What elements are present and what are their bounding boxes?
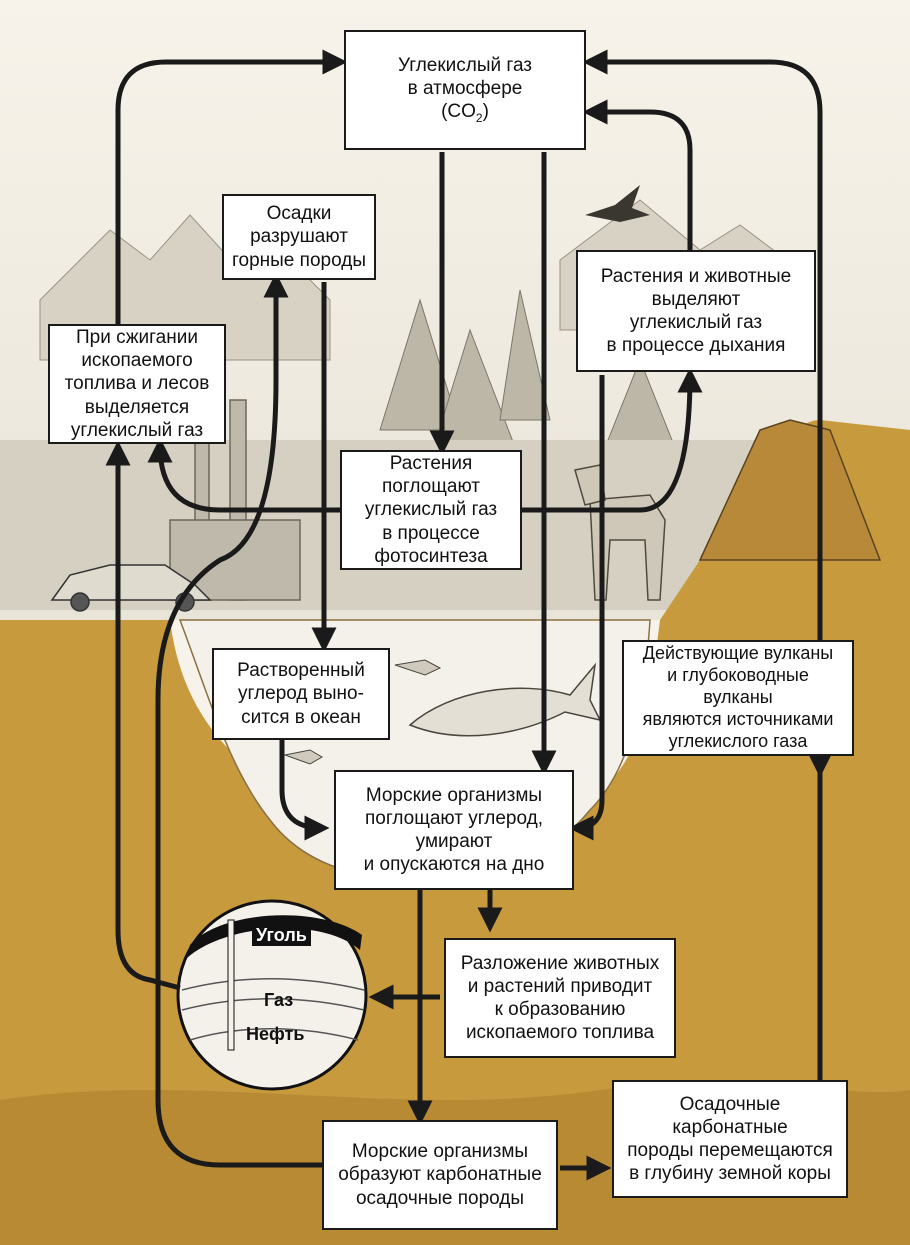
label-oil: Нефть xyxy=(246,1024,305,1044)
label-coal: Уголь xyxy=(252,925,311,946)
box-respiration: Растения и животные выделяют углекислый … xyxy=(576,250,816,372)
arrow-carbonate-to-precipitation xyxy=(155,272,322,1168)
fossil-fuel-strata xyxy=(176,899,368,1091)
box-marine-absorb: Морские организмы поглощают углерод, уми… xyxy=(334,770,574,890)
box-sedimentary-move: Осадочные карбонатные породы перемещаютс… xyxy=(612,1080,848,1198)
arrow-respiration-to-atmosphere xyxy=(582,99,693,250)
box-volcanoes: Действующие вулканы и глубоководные вулк… xyxy=(622,640,854,756)
arrow-crust-to-atmosphere xyxy=(582,49,823,1080)
volcano-illustration xyxy=(698,419,882,561)
shark-illustration xyxy=(408,662,602,737)
box-marine-carbonate: Морские организмы образуют карбонатные о… xyxy=(322,1120,558,1230)
box-atmosphere: Углекислый газ в атмосфере (CO2) xyxy=(344,30,586,150)
atmosphere-formula: (CO2) xyxy=(441,101,489,126)
factory-illustration xyxy=(169,399,301,601)
cycle-arrows xyxy=(105,49,833,1181)
car-illustration xyxy=(50,564,212,612)
fish-illustration xyxy=(283,659,442,765)
eagle-illustration xyxy=(585,185,650,222)
box-precipitation: Осадки разрушают горные породы xyxy=(222,194,376,280)
box-burning: При сжигании ископаемого топлива и лесов… xyxy=(48,324,226,444)
box-dissolved: Растворенный углерод выно- сится в океан xyxy=(212,648,390,740)
arrow-dissolved-to-marine xyxy=(279,740,330,841)
arrow-fossil-to-burning xyxy=(105,440,181,991)
box-decomposition: Разложение животных и растений приводит … xyxy=(444,938,676,1058)
label-gas: Газ xyxy=(264,990,294,1010)
arrow-burning-to-atmosphere xyxy=(115,49,348,324)
arrow-respiration-to-marine xyxy=(568,375,605,841)
arrow-plants-to-respiration xyxy=(522,367,703,513)
arrow-plants-to-burning xyxy=(147,437,340,513)
box-photosynthesis: Растения поглощают углекислый газ в проц… xyxy=(340,450,522,570)
atmosphere-line2: в атмосфере xyxy=(407,78,523,100)
atmosphere-line1: Углекислый газ xyxy=(397,55,533,77)
